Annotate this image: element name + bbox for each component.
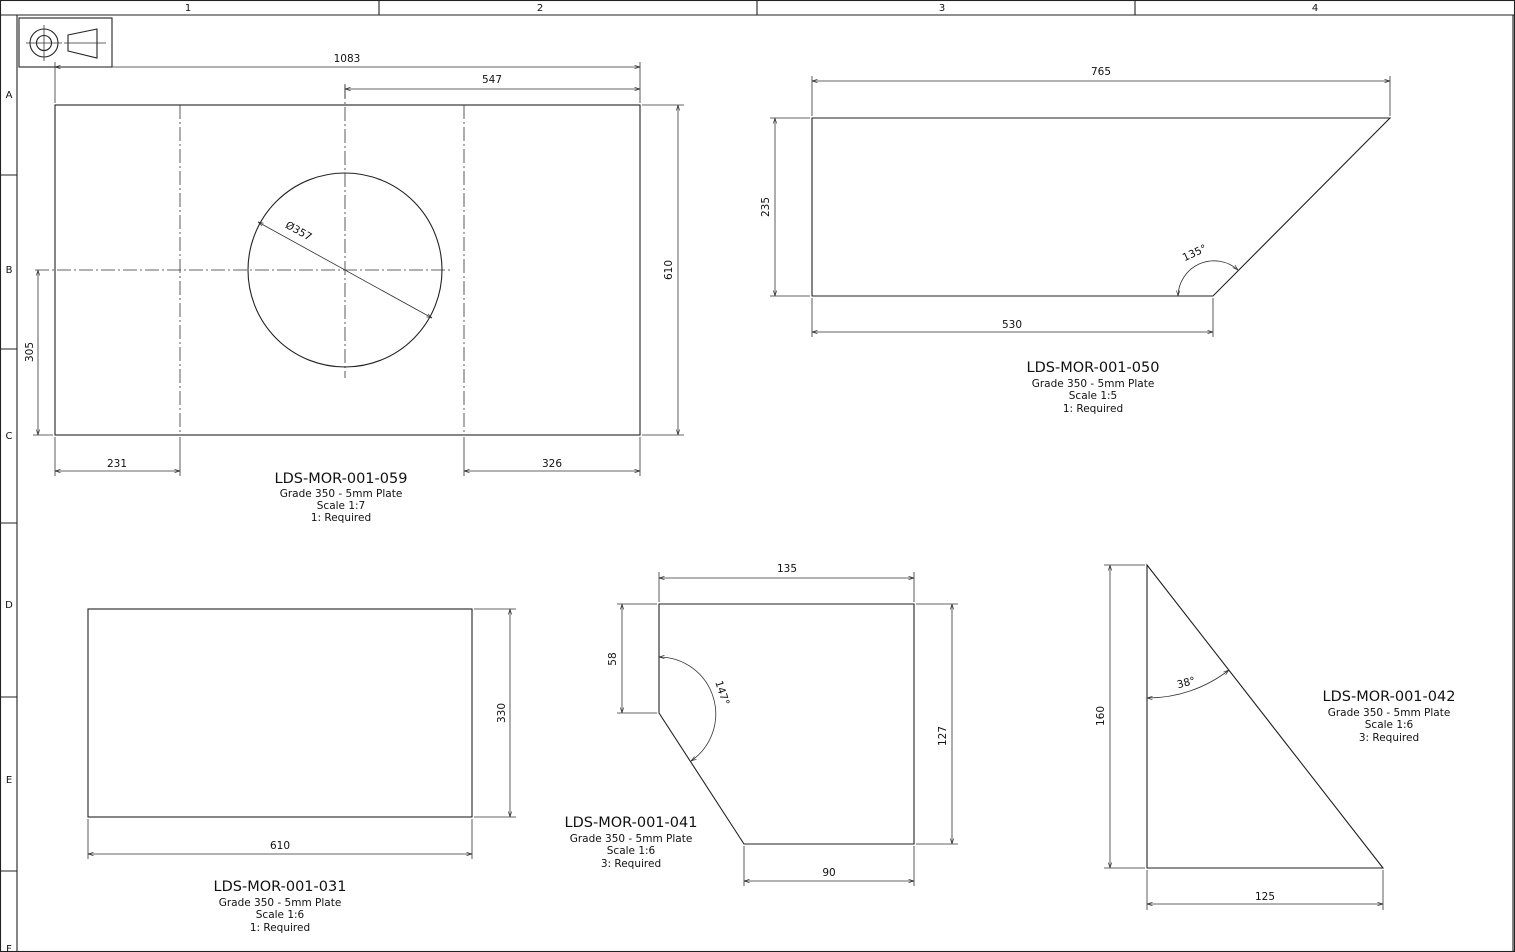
part-041-outline [658, 603, 915, 845]
part-050-label: LDS-MOR-001-050 Grade 350 - 5mm Plate Sc… [1027, 360, 1160, 415]
part-042-view: 160 125 38° [1095, 563, 1385, 910]
dim-hole-diameter: Ø357 [283, 219, 314, 243]
dim-angle: 147° [712, 679, 731, 707]
part-042-label: LDS-MOR-001-042 Grade 350 - 5mm Plate Sc… [1323, 689, 1456, 744]
row-labels: A B C D E F [5, 90, 13, 952]
dim-left-height: 58 [607, 652, 619, 665]
part-031-view: 330 610 [87, 608, 516, 859]
row-label: C [6, 431, 13, 442]
part-number: LDS-MOR-001-050 [1027, 360, 1160, 376]
part-031-outline [87, 608, 473, 818]
dim-center-offset: 547 [482, 74, 502, 86]
part-059-outline [54, 104, 641, 436]
dim-bend-left: 231 [107, 458, 127, 470]
dim-height: 610 [663, 260, 675, 280]
dim-hole-height: 305 [24, 342, 36, 362]
row-label: A [6, 90, 13, 101]
column-labels: 1 2 3 4 [185, 3, 1318, 14]
part-material: Grade 350 - 5mm Plate [280, 488, 403, 500]
dim-bottom-width: 530 [1002, 319, 1022, 331]
column-label: 1 [185, 3, 191, 14]
part-material: Grade 350 - 5mm Plate [219, 897, 342, 909]
dim-right-height: 127 [937, 726, 949, 746]
row-label: B [6, 265, 13, 276]
part-material: Grade 350 - 5mm Plate [570, 833, 693, 845]
part-number: LDS-MOR-001-031 [214, 879, 347, 895]
part-number: LDS-MOR-001-041 [565, 815, 698, 831]
part-number: LDS-MOR-001-042 [1323, 689, 1456, 705]
part-material: Grade 350 - 5mm Plate [1032, 378, 1155, 390]
column-label: 4 [1312, 3, 1318, 14]
part-material: Grade 350 - 5mm Plate [1328, 707, 1451, 719]
part-quantity: 1: Required [250, 922, 310, 934]
part-059-view: 1083 547 610 231 326 305 Ø357 [24, 53, 684, 476]
part-042-outline [1146, 563, 1385, 869]
part-scale: Scale 1:7 [317, 500, 366, 512]
row-label: D [5, 600, 13, 611]
part-scale: Scale 1:6 [1365, 719, 1414, 731]
part-031-label: LDS-MOR-001-031 Grade 350 - 5mm Plate Sc… [214, 879, 347, 934]
dim-height: 160 [1095, 706, 1107, 726]
dim-bottom-width: 90 [822, 867, 835, 879]
part-quantity: 3: Required [1359, 732, 1419, 744]
row-label: F [6, 944, 12, 952]
column-label: 2 [537, 3, 543, 14]
dim-overall-width: 1083 [334, 53, 361, 65]
dim-angle: 135° [1181, 242, 1209, 264]
part-scale: Scale 1:6 [256, 909, 305, 921]
part-number: LDS-MOR-001-059 [275, 471, 408, 487]
part-059-label: LDS-MOR-001-059 Grade 350 - 5mm Plate Sc… [275, 471, 408, 524]
column-label: 3 [939, 3, 945, 14]
part-quantity: 1: Required [311, 512, 371, 524]
part-scale: Scale 1:6 [607, 845, 656, 857]
dim-bend-right: 326 [542, 458, 562, 470]
dim-angle: 38° [1176, 675, 1197, 691]
row-label: E [6, 775, 12, 786]
part-scale: Scale 1:5 [1069, 390, 1118, 402]
dim-top-width: 135 [777, 563, 797, 575]
dim-top-width: 765 [1091, 66, 1111, 78]
third-angle-projection-icon [18, 17, 113, 68]
part-041-label: LDS-MOR-001-041 Grade 350 - 5mm Plate Sc… [565, 815, 698, 870]
dim-height: 330 [496, 703, 508, 723]
part-050-outline [811, 117, 1392, 297]
part-050-view: 765 235 530 135° [760, 66, 1392, 337]
dim-width: 610 [270, 840, 290, 852]
part-quantity: 3: Required [601, 858, 661, 870]
part-quantity: 1: Required [1063, 403, 1123, 415]
dim-base: 125 [1255, 891, 1275, 903]
dim-height: 235 [760, 197, 772, 217]
